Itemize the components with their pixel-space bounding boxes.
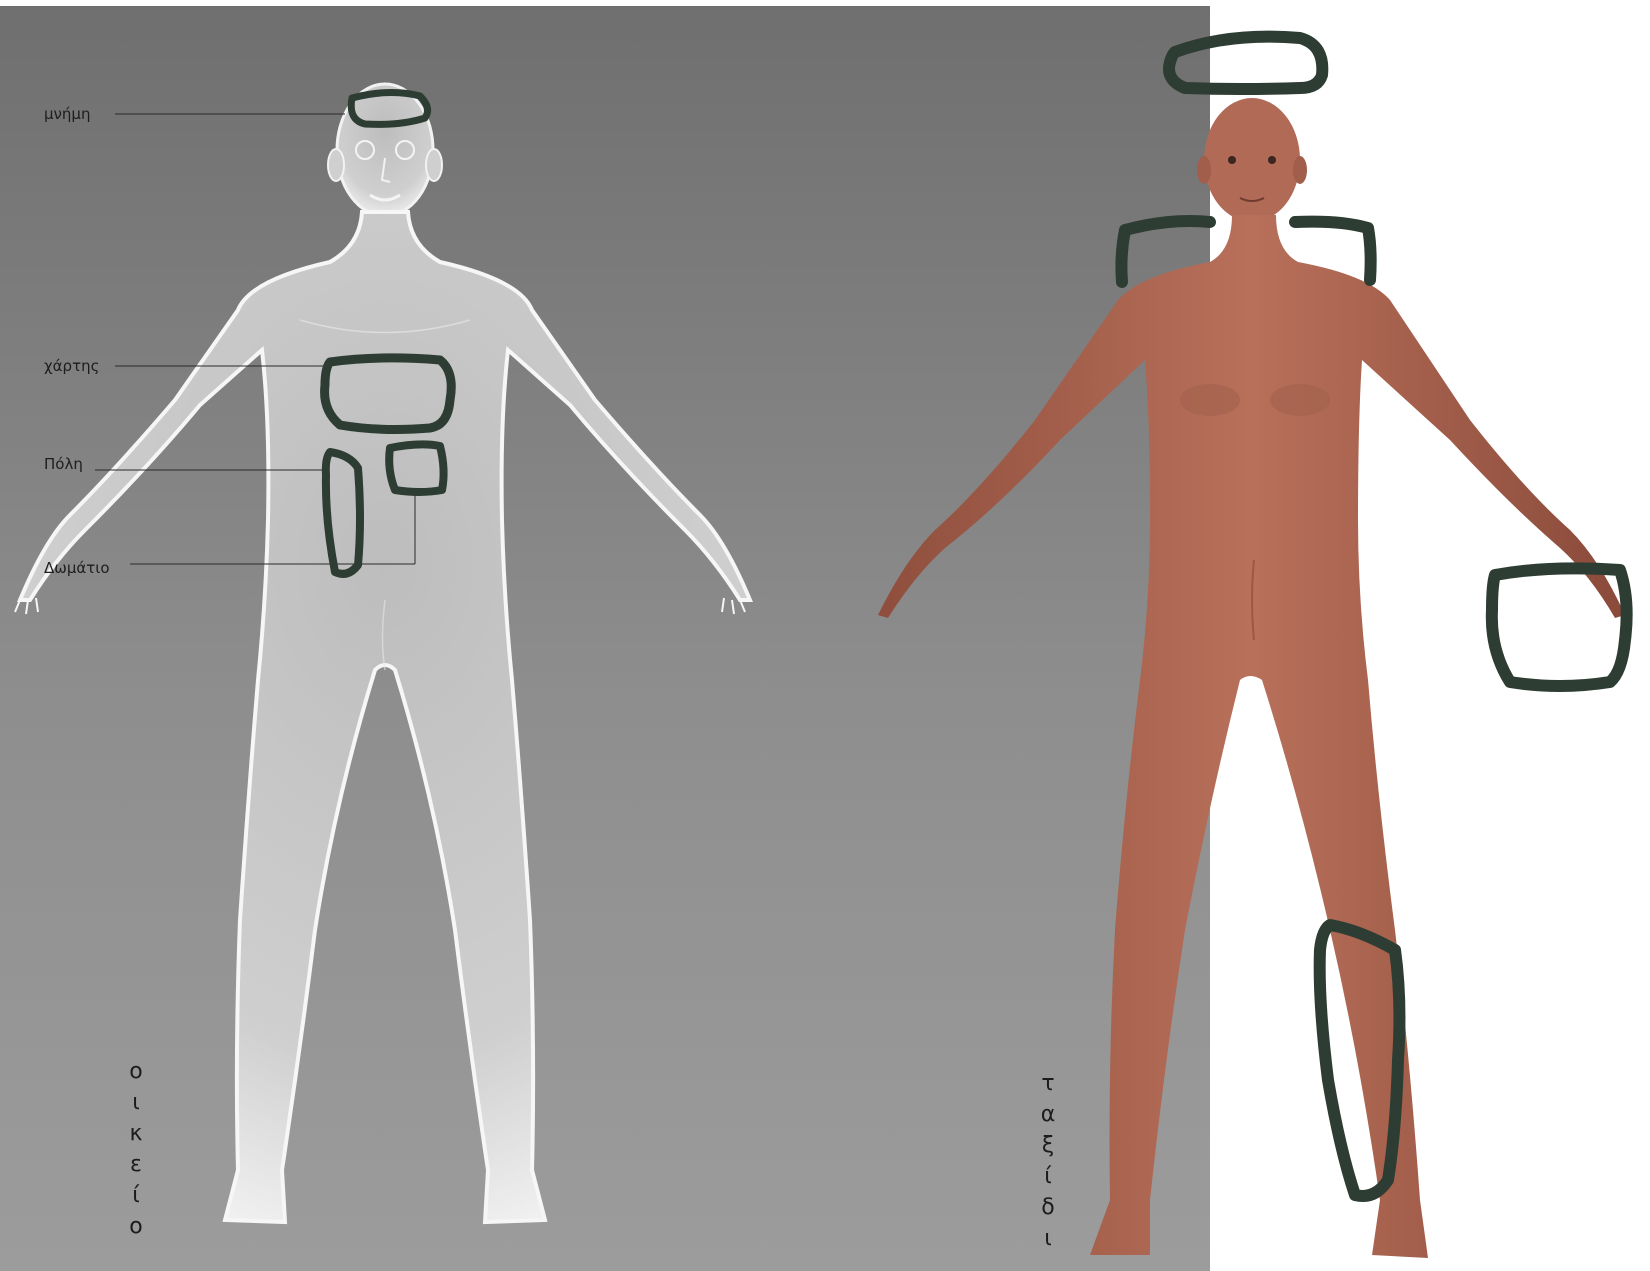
- caption-left-letter-2: ι: [132, 1090, 139, 1115]
- label-map: χάρτης: [44, 357, 99, 375]
- caption-left-letter-3: κ: [130, 1121, 143, 1146]
- label-memory: μνήμη: [44, 105, 90, 123]
- caption-left-letter-6: ο: [129, 1214, 142, 1239]
- caption-right-letter-4: ί: [1044, 1164, 1052, 1189]
- caption-right-letter-6: ι: [1044, 1226, 1051, 1251]
- caption-right-letter-1: τ: [1041, 1071, 1054, 1096]
- caption-right-letter-5: δ: [1041, 1195, 1054, 1220]
- caption-right-letter-2: α: [1041, 1102, 1056, 1127]
- gray-background-panel: [0, 6, 1210, 1271]
- caption-right-letter-3: ξ: [1042, 1133, 1054, 1158]
- caption-left-letter-4: ε: [130, 1152, 142, 1177]
- caption-left-letter-5: ί: [132, 1183, 140, 1208]
- label-room: Δωμάτιο: [44, 559, 110, 577]
- label-city: Πόλη: [44, 455, 83, 473]
- caption-left-letter-1: ο: [129, 1059, 142, 1084]
